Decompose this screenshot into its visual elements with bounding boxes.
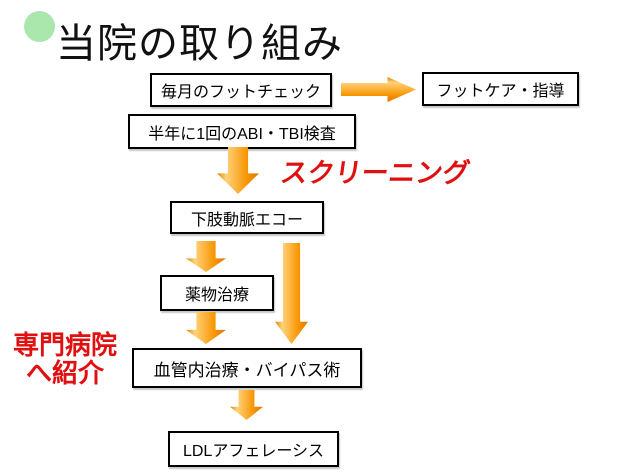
referral-annotation-line1: 専門病院: [12, 330, 117, 360]
flow-box-label: 薬物治療: [184, 287, 249, 304]
page-title: 当院の取り組み: [56, 21, 343, 66]
arrow-down-icon: [186, 241, 226, 272]
flow-box-label: 下肢動脈エコー: [190, 211, 303, 229]
flow-box-ldl-apheresis: LDLアフェレーシス: [168, 431, 339, 467]
arrow-down-icon: [230, 390, 263, 420]
arrow-down-long-icon: [275, 243, 308, 344]
title-bullet-circle-icon: [24, 11, 55, 42]
referral-annotation: 専門病院 へ紹介: [6, 331, 124, 387]
screening-annotation: スクリーニング: [278, 158, 472, 188]
arrow-right-icon: [341, 77, 416, 102]
flow-box-label: 血管内治療・バイパス術: [153, 360, 341, 380]
flow-box-endovascular-bypass: 血管内治療・バイパス術: [132, 348, 362, 388]
flow-box-leg-artery-echo: 下肢動脈エコー: [170, 201, 324, 234]
flow-box-label: 毎月のフットチェック: [160, 84, 321, 101]
referral-annotation-line2: へ紹介: [25, 358, 104, 388]
flow-box-foot-care-guidance: フットケア・指導: [422, 72, 579, 106]
arrow-down-icon: [217, 147, 259, 194]
flow-box-drug-therapy: 薬物治療: [160, 275, 274, 311]
flow-box-abi-tbi-test: 半年に1回のABI・TBI検査: [128, 114, 356, 149]
flow-box-label: 半年に1回のABI・TBI検査: [148, 125, 336, 143]
flow-box-label: LDLアフェレーシス: [182, 443, 325, 460]
arrow-down-icon: [186, 312, 226, 344]
flow-box-label: フットケア・指導: [436, 83, 565, 100]
flow-box-monthly-foot-check: 毎月のフットチェック: [150, 73, 332, 107]
